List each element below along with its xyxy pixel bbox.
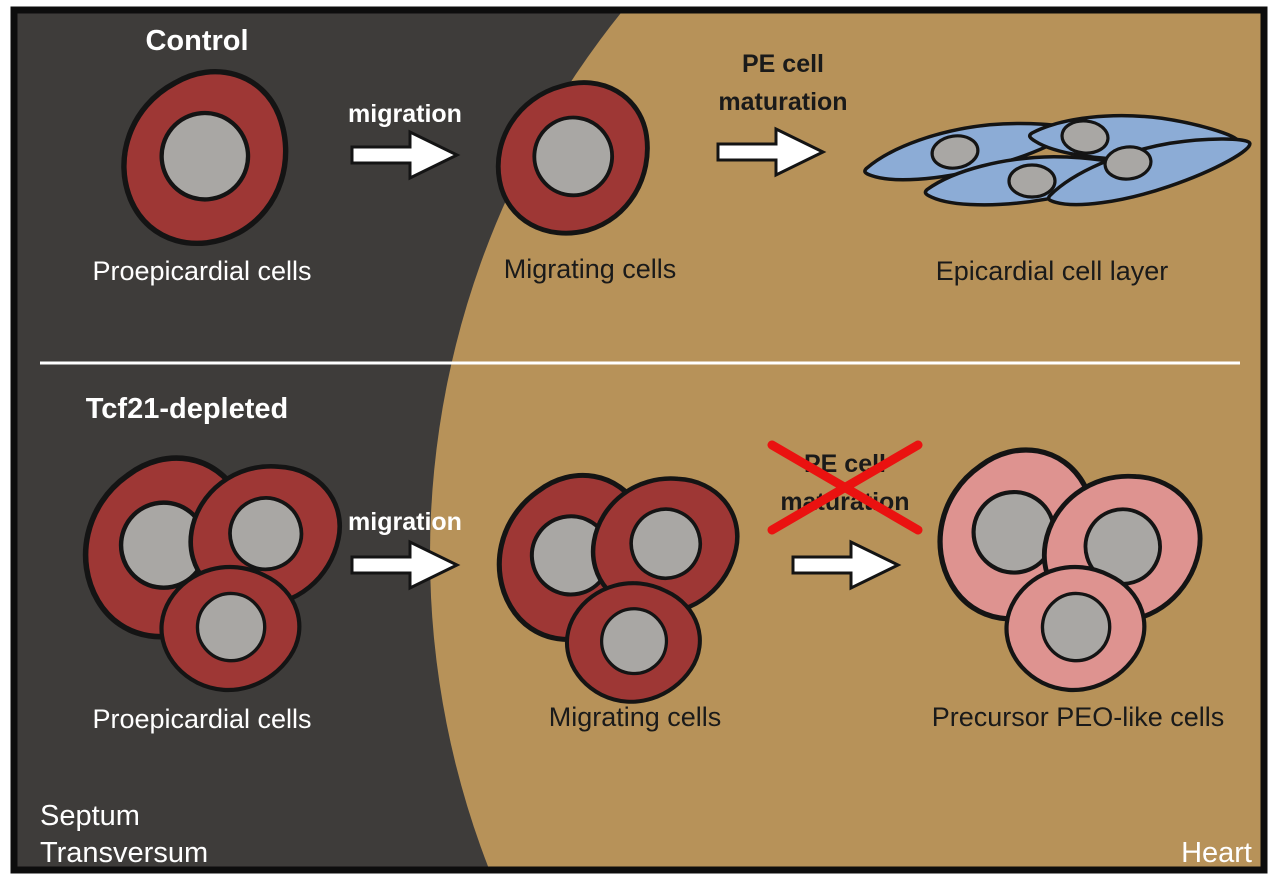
- cluster-cell: [572, 450, 759, 639]
- migrating-cluster-bottom: [483, 450, 759, 729]
- cluster-cell: [139, 537, 322, 719]
- cluster-cell: [169, 437, 362, 632]
- proepicardial-cells-label-bottom: Proepicardial cells: [92, 704, 311, 734]
- nucleus: [1040, 591, 1112, 663]
- precursor-peo-cluster: [923, 437, 1223, 718]
- epicardial-nucleus-3: [1007, 163, 1057, 199]
- control-title: Control: [145, 25, 248, 57]
- proepicardial-cells-label-top: Proepicardial cells: [92, 256, 311, 286]
- epicardial-nucleus-2: [1060, 119, 1110, 155]
- migration-label-bottom: migration: [348, 508, 462, 536]
- epicardial-layer-label: Epicardial cell layer: [936, 256, 1169, 286]
- precursor-peo-label: Precursor PEO-like cells: [932, 702, 1225, 732]
- nucleus: [629, 507, 703, 580]
- septum-label-line1: Septum: [40, 800, 140, 832]
- epicardial-cell-layer: [859, 104, 1258, 216]
- nucleus: [532, 115, 615, 198]
- nucleus: [195, 591, 267, 663]
- tcf21-depleted-title: Tcf21-depleted: [86, 393, 289, 425]
- migrating-cell-top: [489, 72, 656, 244]
- cluster-cell: [545, 554, 721, 730]
- epicardial-nucleus-4: [1103, 145, 1153, 181]
- nucleus: [600, 607, 669, 676]
- heart-label: Heart: [1181, 837, 1252, 869]
- epicardial-nucleus-1: [930, 134, 980, 170]
- nucleus: [228, 496, 304, 572]
- pe-maturation-label-top-line2: maturation: [718, 88, 847, 116]
- septum-label-line2: Transversum: [40, 837, 208, 869]
- migrating-cells-label-bottom: Migrating cells: [549, 702, 722, 732]
- proepicardial-cell-top: [116, 66, 293, 250]
- migrating-cells-label-top: Migrating cells: [504, 254, 677, 284]
- red-x-icon: [767, 440, 923, 535]
- pe-maturation-label-top-line1: PE cell: [742, 50, 824, 78]
- migration-label-top: migration: [348, 100, 462, 128]
- proepicardial-cluster-bottom: [68, 437, 362, 719]
- figure-frame: [10, 6, 1268, 874]
- nucleus: [159, 110, 251, 202]
- cluster-cell: [984, 537, 1167, 719]
